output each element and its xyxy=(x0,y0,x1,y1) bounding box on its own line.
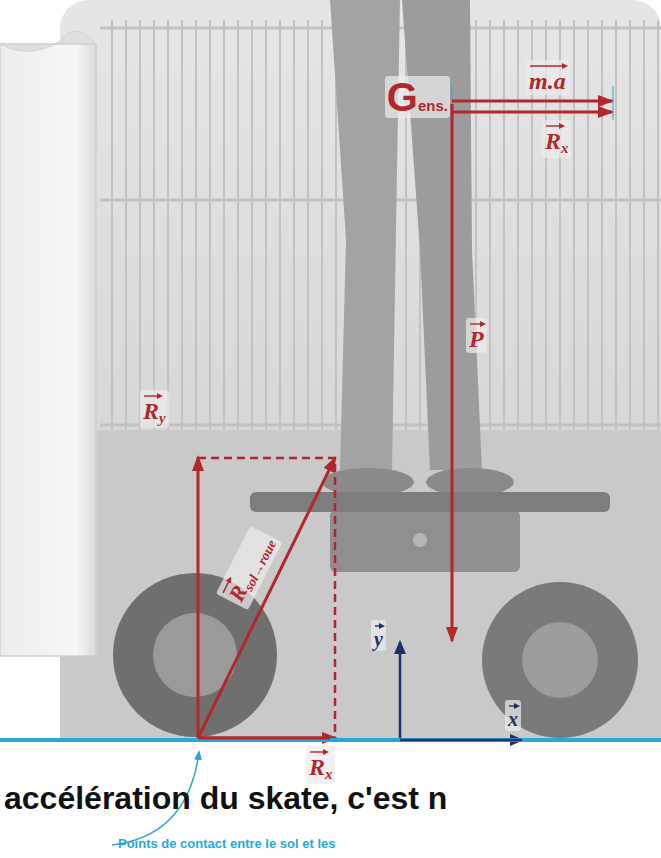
label-text: P xyxy=(469,326,484,352)
vector-arrow-shaft xyxy=(144,395,159,396)
construction-line xyxy=(198,458,335,738)
vector-label: P xyxy=(466,318,487,353)
label-text: R xyxy=(545,128,561,154)
skate-deck xyxy=(250,492,610,512)
fence-post xyxy=(503,20,505,430)
leg xyxy=(402,0,482,470)
label-text: accélération du skate, c'est n xyxy=(4,780,447,816)
fence-post xyxy=(111,20,113,430)
vector-label: m.a xyxy=(526,60,569,95)
note-text: Points de contact entre le sol et les xyxy=(118,837,335,850)
paper-panel xyxy=(0,44,96,656)
fence-post xyxy=(601,20,603,430)
centre-of-gravity-label: Gens. xyxy=(385,76,450,118)
rx-vector xyxy=(198,737,330,740)
fence-post xyxy=(279,20,281,430)
axis-label: y xyxy=(371,620,386,651)
subscript: x xyxy=(561,140,568,156)
fence-post xyxy=(643,20,645,430)
label-text: R xyxy=(143,398,159,424)
fence-post xyxy=(139,20,141,430)
fence-post xyxy=(209,20,211,430)
fence-post xyxy=(237,20,239,430)
fence-post xyxy=(489,20,491,430)
subscript: ens. xyxy=(418,97,448,114)
paper-curl xyxy=(0,31,96,51)
label-text: y xyxy=(374,628,383,650)
rx-vector xyxy=(452,111,612,114)
fence-post xyxy=(629,20,631,430)
weight-vector xyxy=(451,104,454,641)
ma-vector xyxy=(452,100,612,103)
fence-post xyxy=(321,20,323,430)
label-text: R xyxy=(309,754,325,780)
fence-post xyxy=(195,20,197,430)
fence-post xyxy=(615,20,617,430)
ground-line xyxy=(0,738,661,742)
vector-arrow-shaft xyxy=(546,125,561,126)
fence-post xyxy=(657,20,659,430)
caption-band xyxy=(0,742,661,858)
y-axis xyxy=(399,642,402,740)
fence-post xyxy=(167,20,169,430)
subscript: y xyxy=(159,410,166,426)
reaction-vector xyxy=(198,458,335,738)
vector-label: Rx xyxy=(542,120,571,158)
rx-vector xyxy=(198,737,336,740)
label-text: x xyxy=(508,708,518,730)
fence-post xyxy=(181,20,183,430)
switch xyxy=(413,533,427,547)
vector-label: Ry xyxy=(140,390,169,428)
vector-arrow-shaft xyxy=(310,751,325,752)
ry-vector xyxy=(197,457,200,738)
fence-post xyxy=(587,20,589,430)
x-axis xyxy=(400,739,522,742)
label-text: m.a xyxy=(529,68,566,94)
fence-post xyxy=(517,20,519,430)
tick-line xyxy=(613,86,614,120)
photo-ground xyxy=(60,0,661,742)
vector-label: Rx xyxy=(306,746,335,784)
fence-post xyxy=(265,20,267,430)
fence-post xyxy=(125,20,127,430)
fence-post xyxy=(573,20,575,430)
label-text: Points de contact entre le sol et les xyxy=(118,836,335,851)
wheel xyxy=(482,582,638,738)
fence-post xyxy=(251,20,253,430)
shoe xyxy=(426,468,514,496)
wheel-hub xyxy=(522,622,598,698)
motor-box xyxy=(330,510,520,572)
fence-post xyxy=(307,20,309,430)
axis-label: x xyxy=(505,700,521,731)
fence-post xyxy=(153,20,155,430)
label-text: G xyxy=(387,75,418,119)
leg xyxy=(330,0,400,470)
caption-text: accélération du skate, c'est n xyxy=(4,782,447,814)
vector-arrow-shaft xyxy=(530,65,564,66)
fence-post xyxy=(223,20,225,430)
fence-post xyxy=(293,20,295,430)
grass xyxy=(60,430,661,742)
x-axis xyxy=(400,739,522,742)
